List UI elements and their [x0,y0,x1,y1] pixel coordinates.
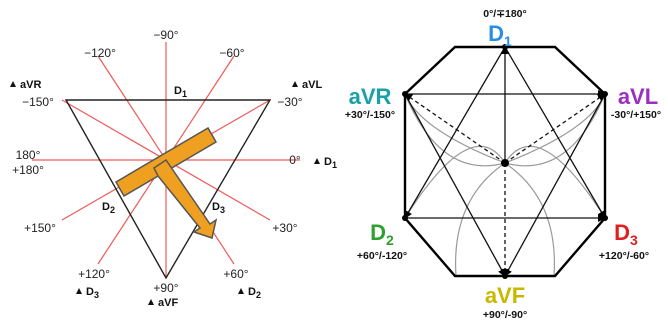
electrical-axis-arrow [114,126,218,239]
d2-marker-icon [238,288,244,294]
angle-m30-label: −30° [277,95,302,109]
avl-lead-title: aVL [618,84,658,109]
angle-m150-label: −150° [22,95,54,109]
hexaxial-left-panel: −90° −120° −60° −150° −30° 180° +180° 0°… [10,28,337,309]
avf-marker-icon [148,299,154,305]
hexagon-right-panel: 0°/∓180° D1 aVR +30°/-150° aVL -30°/+150… [345,8,661,321]
lead-d3-side-label: D3 [212,201,225,215]
avl-marker-icon [292,81,298,87]
angle-m60-label: −60° [219,46,244,60]
vertex-dots [402,44,608,279]
d2-range-label: +60°/-120° [357,250,407,262]
angle-p30-label: +30° [272,221,297,235]
star-lines [404,46,606,277]
angle-180-label: 180° [16,148,41,162]
angle-p180-label: +180° [12,163,44,177]
d3-marker-icon [76,288,82,294]
lead-d2-bottom-label: D2 [248,286,261,300]
lead-avl-label: aVL [302,79,322,91]
d1-range-label: 0°/∓180° [483,8,526,20]
hexagon-outline [403,45,607,278]
d3-range-label: +120°/-60° [599,250,649,262]
avr-marker-icon [10,81,16,87]
lead-d1-right-label: D1 [324,156,337,170]
avl-range-label: -30°/+150° [611,109,661,121]
d1-marker-icon [314,158,320,164]
lead-d2-side-label: D2 [102,201,115,215]
lead-d1-top-label: D1 [174,85,187,99]
angle-p120-label: +120° [78,267,110,281]
angle-m120-label: −120° [84,46,116,60]
avf-range-label: +90°/-90° [483,309,527,321]
angle-m90-label: −90° [153,28,178,42]
d2-lead-title: D2 [370,220,394,248]
angle-p60-label: +60° [223,267,248,281]
d1-lead-title: D1 [488,21,512,49]
lead-avf-label: aVF [158,297,178,309]
dashed-vectors [404,93,606,277]
lead-d3-bottom-label: D3 [86,286,99,300]
einthoven-triangle [64,99,272,280]
avr-range-label: +30°/-150° [345,109,395,121]
angle-p90-label: +90° [153,281,178,295]
d3-lead-title: D3 [614,220,638,248]
avf-lead-title: aVF [485,283,525,308]
angle-0-label: 0° [289,153,301,167]
angle-p150-label: +150° [24,221,56,235]
loop-curves [404,93,606,277]
lead-avr-label: aVR [20,79,41,91]
avr-lead-title: aVR [349,84,392,109]
